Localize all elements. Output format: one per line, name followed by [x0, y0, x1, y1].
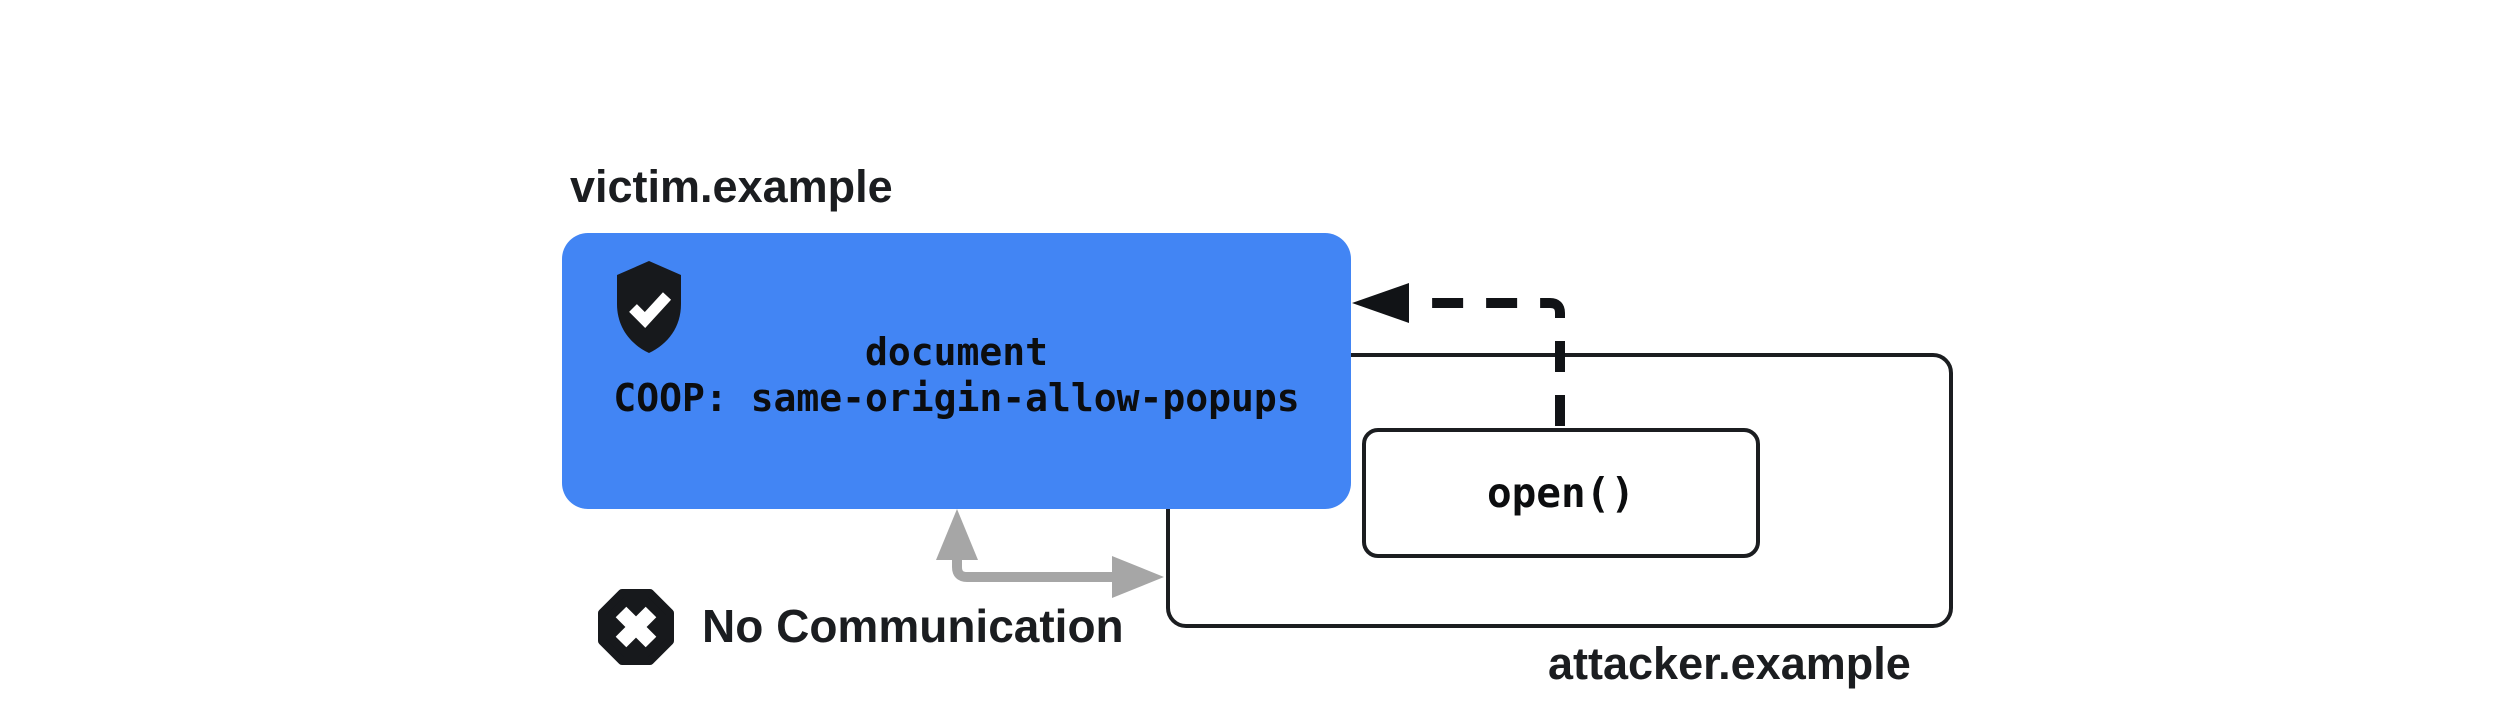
- shield-check-icon: [617, 261, 681, 353]
- victim-card-text: document COOP: same-origin-allow-popups: [562, 329, 1351, 421]
- attacker-origin-label: attacker.example: [1548, 638, 1911, 689]
- gray-arrowhead-right: [1112, 556, 1164, 598]
- document-label: document: [864, 330, 1049, 374]
- gray-no-communication-arrow: [936, 509, 1164, 598]
- open-call-box: open(): [1362, 428, 1760, 558]
- dashed-arrowhead-left: [1352, 283, 1409, 323]
- gray-arrowhead-up: [936, 509, 978, 560]
- victim-document-card: document COOP: same-origin-allow-popups: [562, 233, 1351, 509]
- open-call-label: open(): [1486, 469, 1636, 517]
- no-communication-label: No Communication: [702, 600, 1124, 652]
- coop-header-label: COOP: same-origin-allow-popups: [613, 376, 1300, 420]
- x-octagon-icon: [598, 589, 674, 665]
- victim-origin-label: victim.example: [570, 161, 893, 212]
